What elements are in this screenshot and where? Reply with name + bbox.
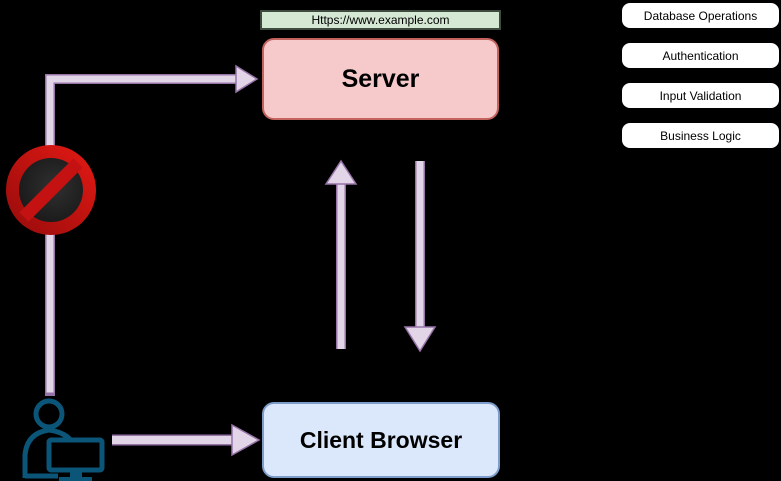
server-node: Server — [262, 38, 499, 120]
server-to-client-arrow — [403, 161, 437, 353]
client-browser-node: Client Browser — [262, 402, 500, 478]
client-to-server-arrow — [324, 159, 358, 349]
user-at-computer-icon — [22, 398, 105, 481]
panel-item-input-validation: Input Validation — [622, 83, 779, 108]
server-label: Server — [341, 64, 420, 93]
panel-item-label: Business Logic — [660, 128, 741, 143]
url-label-box: Https://www.example.com — [260, 10, 501, 30]
client-browser-label: Client Browser — [299, 426, 463, 453]
panel-item-label: Input Validation — [659, 88, 742, 103]
panel-item-label: Authentication — [662, 48, 739, 63]
panel-item-label: Database Operations — [643, 8, 758, 23]
blocked-request-arrow — [45, 64, 259, 396]
no-entry-icon — [6, 145, 96, 235]
panel-item-database-operations: Database Operations — [622, 3, 779, 28]
panel-item-authentication: Authentication — [622, 43, 779, 68]
url-label: Https://www.example.com — [311, 13, 450, 27]
user-to-client-arrow — [112, 423, 261, 457]
panel-item-business-logic: Business Logic — [622, 123, 779, 148]
